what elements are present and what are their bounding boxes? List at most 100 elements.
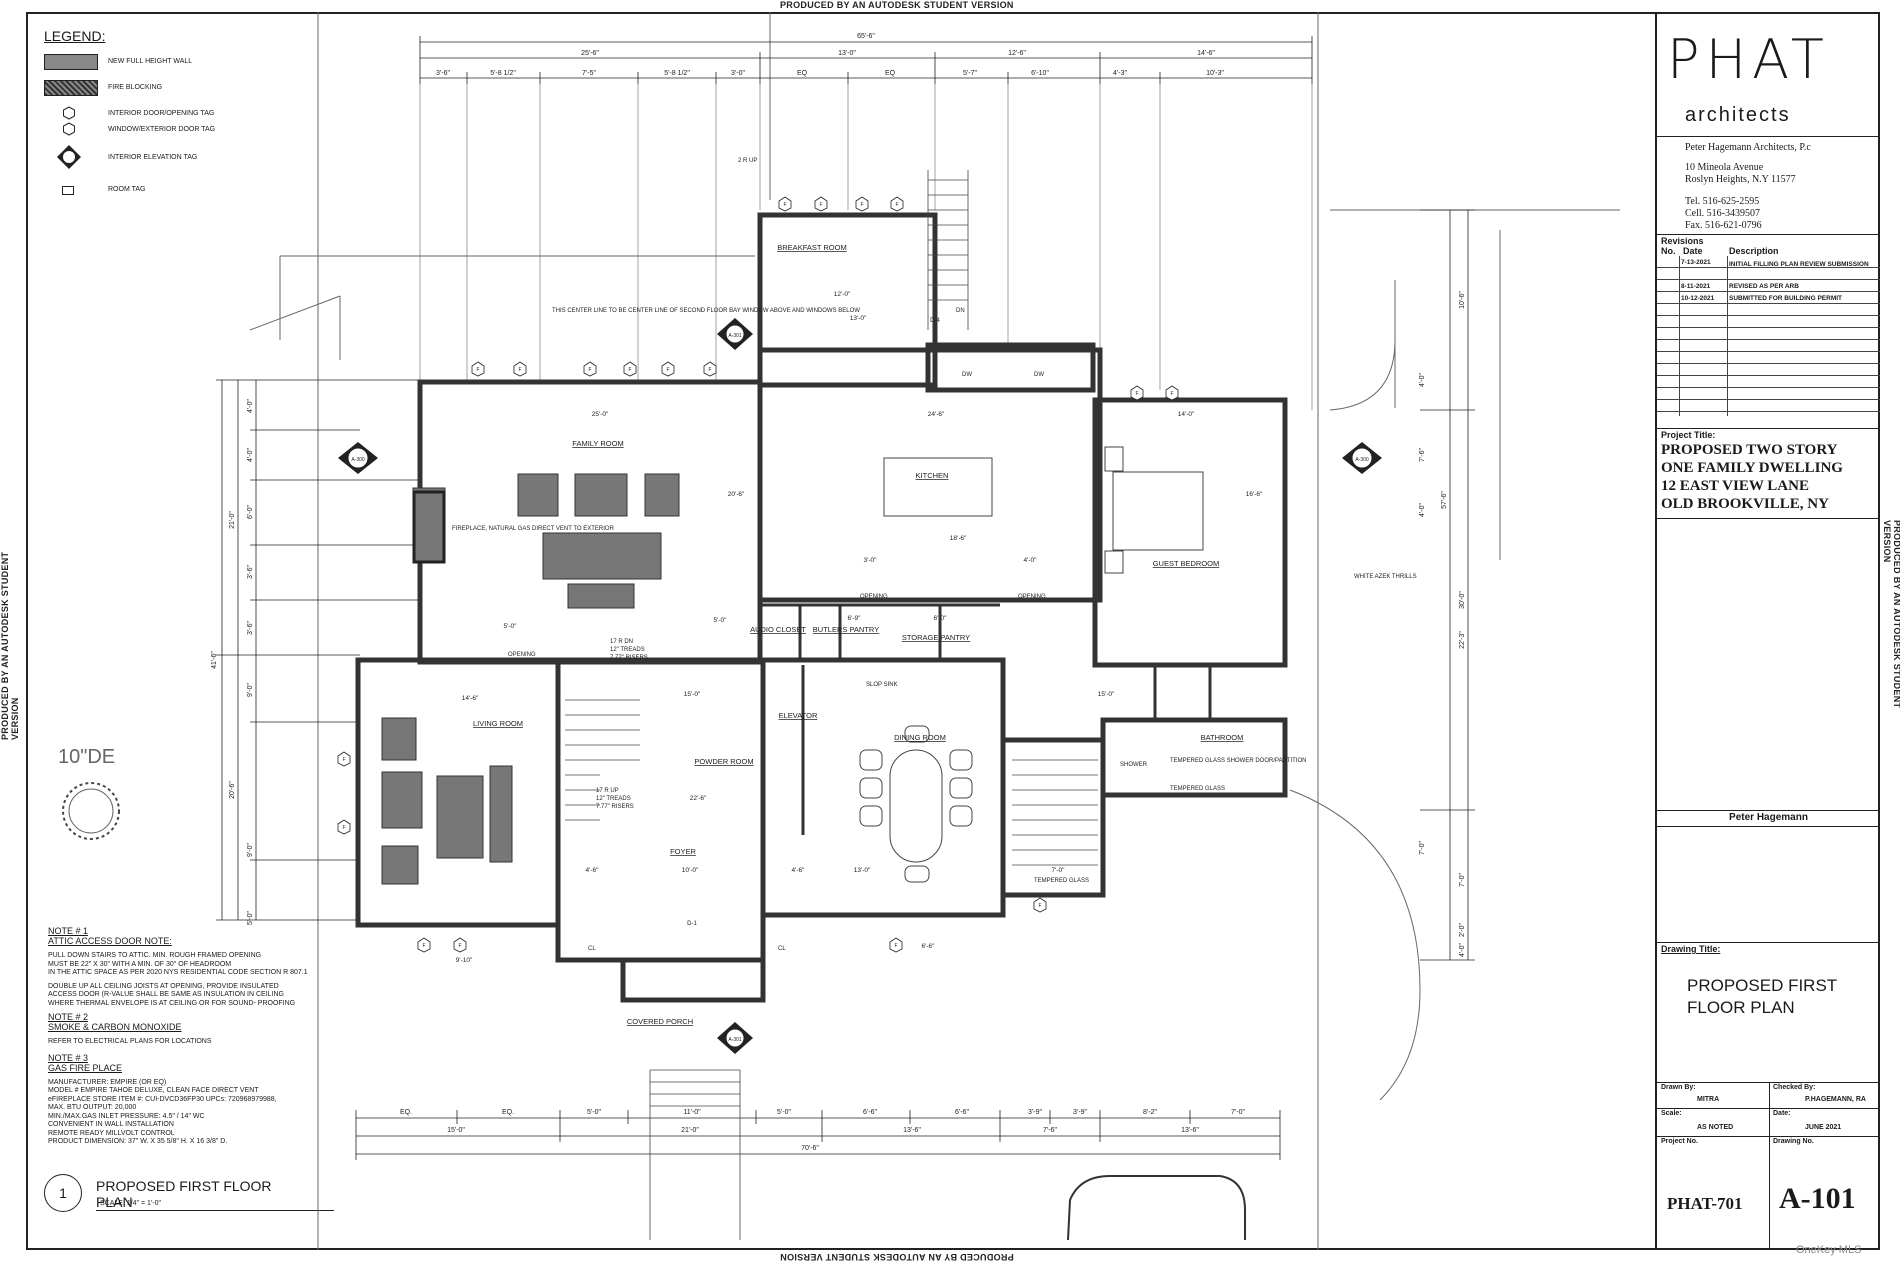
right-dimension-lines [1420, 209, 1475, 961]
title-block: PHAT architects Peter Hagemann Architect… [1655, 12, 1880, 1250]
drawing-no-label: Drawing No. [1773, 1138, 1814, 1145]
drawn-by: MITRA [1697, 1096, 1720, 1103]
dim-text: 7'-0" [1419, 841, 1426, 855]
guest-bed [1104, 446, 1204, 574]
dim-text: 9'-0" [247, 683, 254, 697]
svg-text:OPENING: OPENING [860, 594, 888, 600]
svg-text:F: F [458, 943, 461, 949]
porch-steps [649, 1069, 741, 1240]
dining-table [859, 725, 973, 883]
svg-text:F: F [342, 825, 345, 831]
title-block-divider [1657, 810, 1880, 811]
revision-desc: SUBMITTED FOR BUILDING PERMIT [1729, 295, 1843, 302]
room-label-audio: AUDIO CLOSET [750, 625, 806, 634]
svg-text:F: F [894, 943, 897, 949]
hexagon-tag-icon [63, 106, 75, 120]
dim-text: 5'-8 1/2" [490, 70, 516, 77]
checked-by: P.HAGEMANN, RA [1805, 1096, 1866, 1103]
window-tags [337, 196, 1179, 953]
kitchen-island [883, 457, 993, 517]
svg-text:9'-10": 9'-10" [456, 957, 473, 964]
drawing-title-line: FLOOR PLAN [1687, 998, 1795, 1017]
svg-text:14'-6": 14'-6" [462, 695, 479, 702]
left-dimension-texts: 41'-6" 21'-0" 20'-6" 4'-0" 4'-0" 6'-0" 3… [211, 399, 254, 925]
room-labels: BREAKFAST ROOM FAMILY ROOM KITCHEN GUEST… [473, 243, 1243, 1026]
firm-name: Peter Hagemann Architects, P.c [1685, 142, 1811, 153]
revision-date: 8-11-2021 [1681, 283, 1711, 290]
dim-text: 7'-6" [1043, 1127, 1057, 1134]
svg-text:SLOP SINK: SLOP SINK [866, 682, 898, 688]
plan-annotations: 2 R UP FIREPLACE, NATURAL GAS DIRECT VEN… [452, 158, 1417, 952]
drawing-no: A-101 [1779, 1182, 1856, 1215]
stairs [565, 170, 1098, 866]
room-label-butlers: BUTLERS PANTRY [813, 625, 879, 634]
revision-desc: REVISED AS PER ARB [1729, 283, 1799, 290]
interior-dimension-texts: 25'-0" 24'-6" 14'-0" 12'-0" 13'-0" 20'-6… [456, 291, 1263, 964]
room-label-guest: GUEST BEDROOM [1153, 559, 1220, 568]
revisions-table [1657, 256, 1880, 416]
svg-text:3'-0": 3'-0" [864, 557, 878, 564]
svg-text:F: F [588, 367, 591, 373]
dim-text: 5'-0" [777, 1109, 791, 1116]
svg-text:D-4: D-4 [930, 318, 940, 324]
title-block-divider [1657, 1108, 1880, 1109]
room-label-elevator: ELEVATOR [779, 711, 818, 720]
svg-text:17 R UP: 17 R UP [596, 788, 619, 794]
top-dimension-texts: 65'-6" 25'-6" 13'-0" 12'-6" 14'-6" 3'-6"… [436, 33, 1224, 77]
dim-text: 2'-0" [1459, 923, 1466, 937]
notes: NOTE # 1 ATTIC ACCESS DOOR NOTE: PULL DO… [48, 926, 338, 1147]
room-label-living: LIVING ROOM [473, 719, 523, 728]
svg-text:A-301: A-301 [728, 1037, 742, 1043]
project-title-line: OLD BROOKVILLE, NY [1661, 496, 1829, 512]
watermark-top: PRODUCED BY AN AUTODESK STUDENT VERSION [780, 0, 1014, 10]
revisions-header-date: Date [1683, 246, 1703, 256]
note-line: DOUBLE UP ALL CEILING JOISTS AT OPENING,… [48, 982, 279, 990]
signature: Peter Hagemann [1729, 812, 1808, 823]
note-number: NOTE # 3 [48, 1052, 89, 1063]
svg-text:6'-6": 6'-6" [922, 943, 936, 950]
legend-item-label: ROOM TAG [108, 186, 146, 193]
room-label-foyer: FOYER [670, 847, 696, 856]
right-dimension-texts: 57'-6" 10'-6" 30'-0" 22'-3" 7'-0" 2'-0" … [1419, 291, 1466, 957]
dim-text: 13'-6" [903, 1127, 921, 1134]
legend-item-label: FIRE BLOCKING [108, 84, 163, 91]
dim-text: 3'-0" [731, 70, 745, 77]
hexagon-tag-icon [63, 122, 75, 136]
note-number: NOTE # 1 [48, 926, 89, 936]
wall-hatch-icon [44, 54, 98, 70]
svg-text:4'-0": 4'-0" [1024, 557, 1038, 564]
firm-tel: Tel. 516-625-2595 [1685, 196, 1760, 207]
note-line: PULL DOWN STAIRS TO ATTIC. MIN. ROUGH FR… [48, 952, 262, 959]
room-label-kitchen: KITCHEN [916, 471, 949, 480]
elevation-tag-labels: A-300 A-300 A-301 A-301 [351, 333, 1369, 1043]
project-title-line: PROPOSED TWO STORY [1661, 442, 1838, 458]
dim-text: 70'-6" [801, 1145, 819, 1152]
drawing-label-scale: SCALE: 1/4" = 1'-0" [100, 1200, 161, 1207]
svg-text:7.77" RISERS: 7.77" RISERS [596, 804, 634, 810]
note-title: SMOKE & CARBON MONOXIDE [48, 1022, 182, 1032]
svg-text:14'-0": 14'-0" [1178, 411, 1195, 418]
note-number: NOTE # 2 [48, 1012, 89, 1022]
svg-text:4'-6": 4'-6" [792, 867, 806, 874]
svg-text:F: F [783, 202, 786, 208]
dim-text: 4'-0" [247, 448, 254, 462]
note-line: ACCESS DOOR (R-VALUE SHALL BE SAME AS IN… [48, 991, 284, 998]
svg-text:F: F [342, 757, 345, 763]
svg-text:4'-6": 4'-6" [586, 867, 600, 874]
svg-text:6'-9": 6'-9" [848, 615, 862, 622]
dim-text: 5'-7" [963, 70, 977, 77]
dim-text: 6'-10" [1031, 70, 1049, 77]
svg-text:12" TREADS: 12" TREADS [596, 796, 631, 802]
dim-text: 21'-0" [229, 511, 236, 529]
drawing-title-label: Drawing Title: [1661, 944, 1721, 954]
drawn-by-label: Drawn By: [1661, 1084, 1696, 1091]
scale-label: Scale: [1661, 1110, 1682, 1117]
project-title-line: 12 EAST VIEW LANE [1661, 478, 1809, 494]
dim-text: 14'-6" [1197, 50, 1215, 57]
svg-text:F: F [422, 943, 425, 949]
window-tag-labels: F F F F F F F F F F F F F F F F F F [342, 202, 1173, 949]
note-line: CONVENIENT IN WALL INSTALLATION [48, 1121, 174, 1128]
svg-text:12'-0": 12'-0" [834, 291, 851, 298]
dim-text: 57'-6" [1441, 491, 1448, 509]
sheet-border [26, 12, 1880, 1250]
